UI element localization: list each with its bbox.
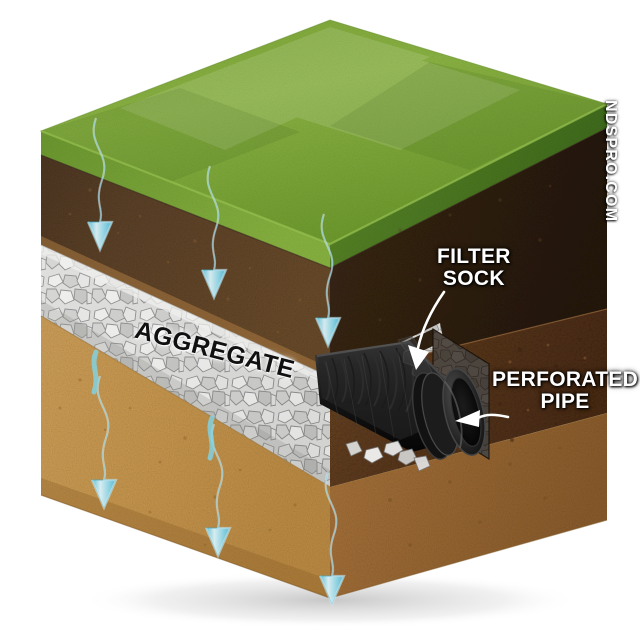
water-arrow (314, 213, 342, 349)
perforated-pipe-assembly (315, 335, 486, 472)
perforated-pipe-leader (476, 413, 510, 420)
perforated-pipe-arrowhead (455, 410, 480, 427)
layer-grass-edges (40, 103, 608, 268)
layer-subsoil (40, 315, 608, 599)
pipe-open-end (442, 368, 486, 456)
water-arrow (90, 375, 118, 511)
gravel-foreground (345, 440, 431, 472)
label-perforated-pipe-line2: PIPE (540, 390, 590, 414)
layer-topsoil (40, 127, 608, 377)
label-perforated-pipe: PERFORATED PIPE (492, 368, 639, 414)
filter-sock-arrowhead (408, 345, 429, 370)
water-arrows-topsoil (86, 117, 342, 349)
label-filter-sock: FILTER SOCK (437, 245, 511, 291)
water-arrow (86, 117, 114, 253)
layer-grass-top (39, 19, 609, 245)
label-filter-sock-line2: SOCK (442, 267, 505, 291)
callout-leaders (416, 290, 510, 420)
filter-sock-leader (416, 290, 446, 350)
label-perforated-pipe-line1: PERFORATED (492, 368, 639, 391)
water-arrow (200, 165, 228, 301)
water-arrow (318, 471, 346, 607)
label-filter-sock-line1: FILTER (437, 245, 511, 268)
callout-arrowheads (408, 345, 480, 427)
water-trickle (91, 349, 215, 461)
watermark-ndspro: NDSPRO.COM (602, 100, 619, 223)
